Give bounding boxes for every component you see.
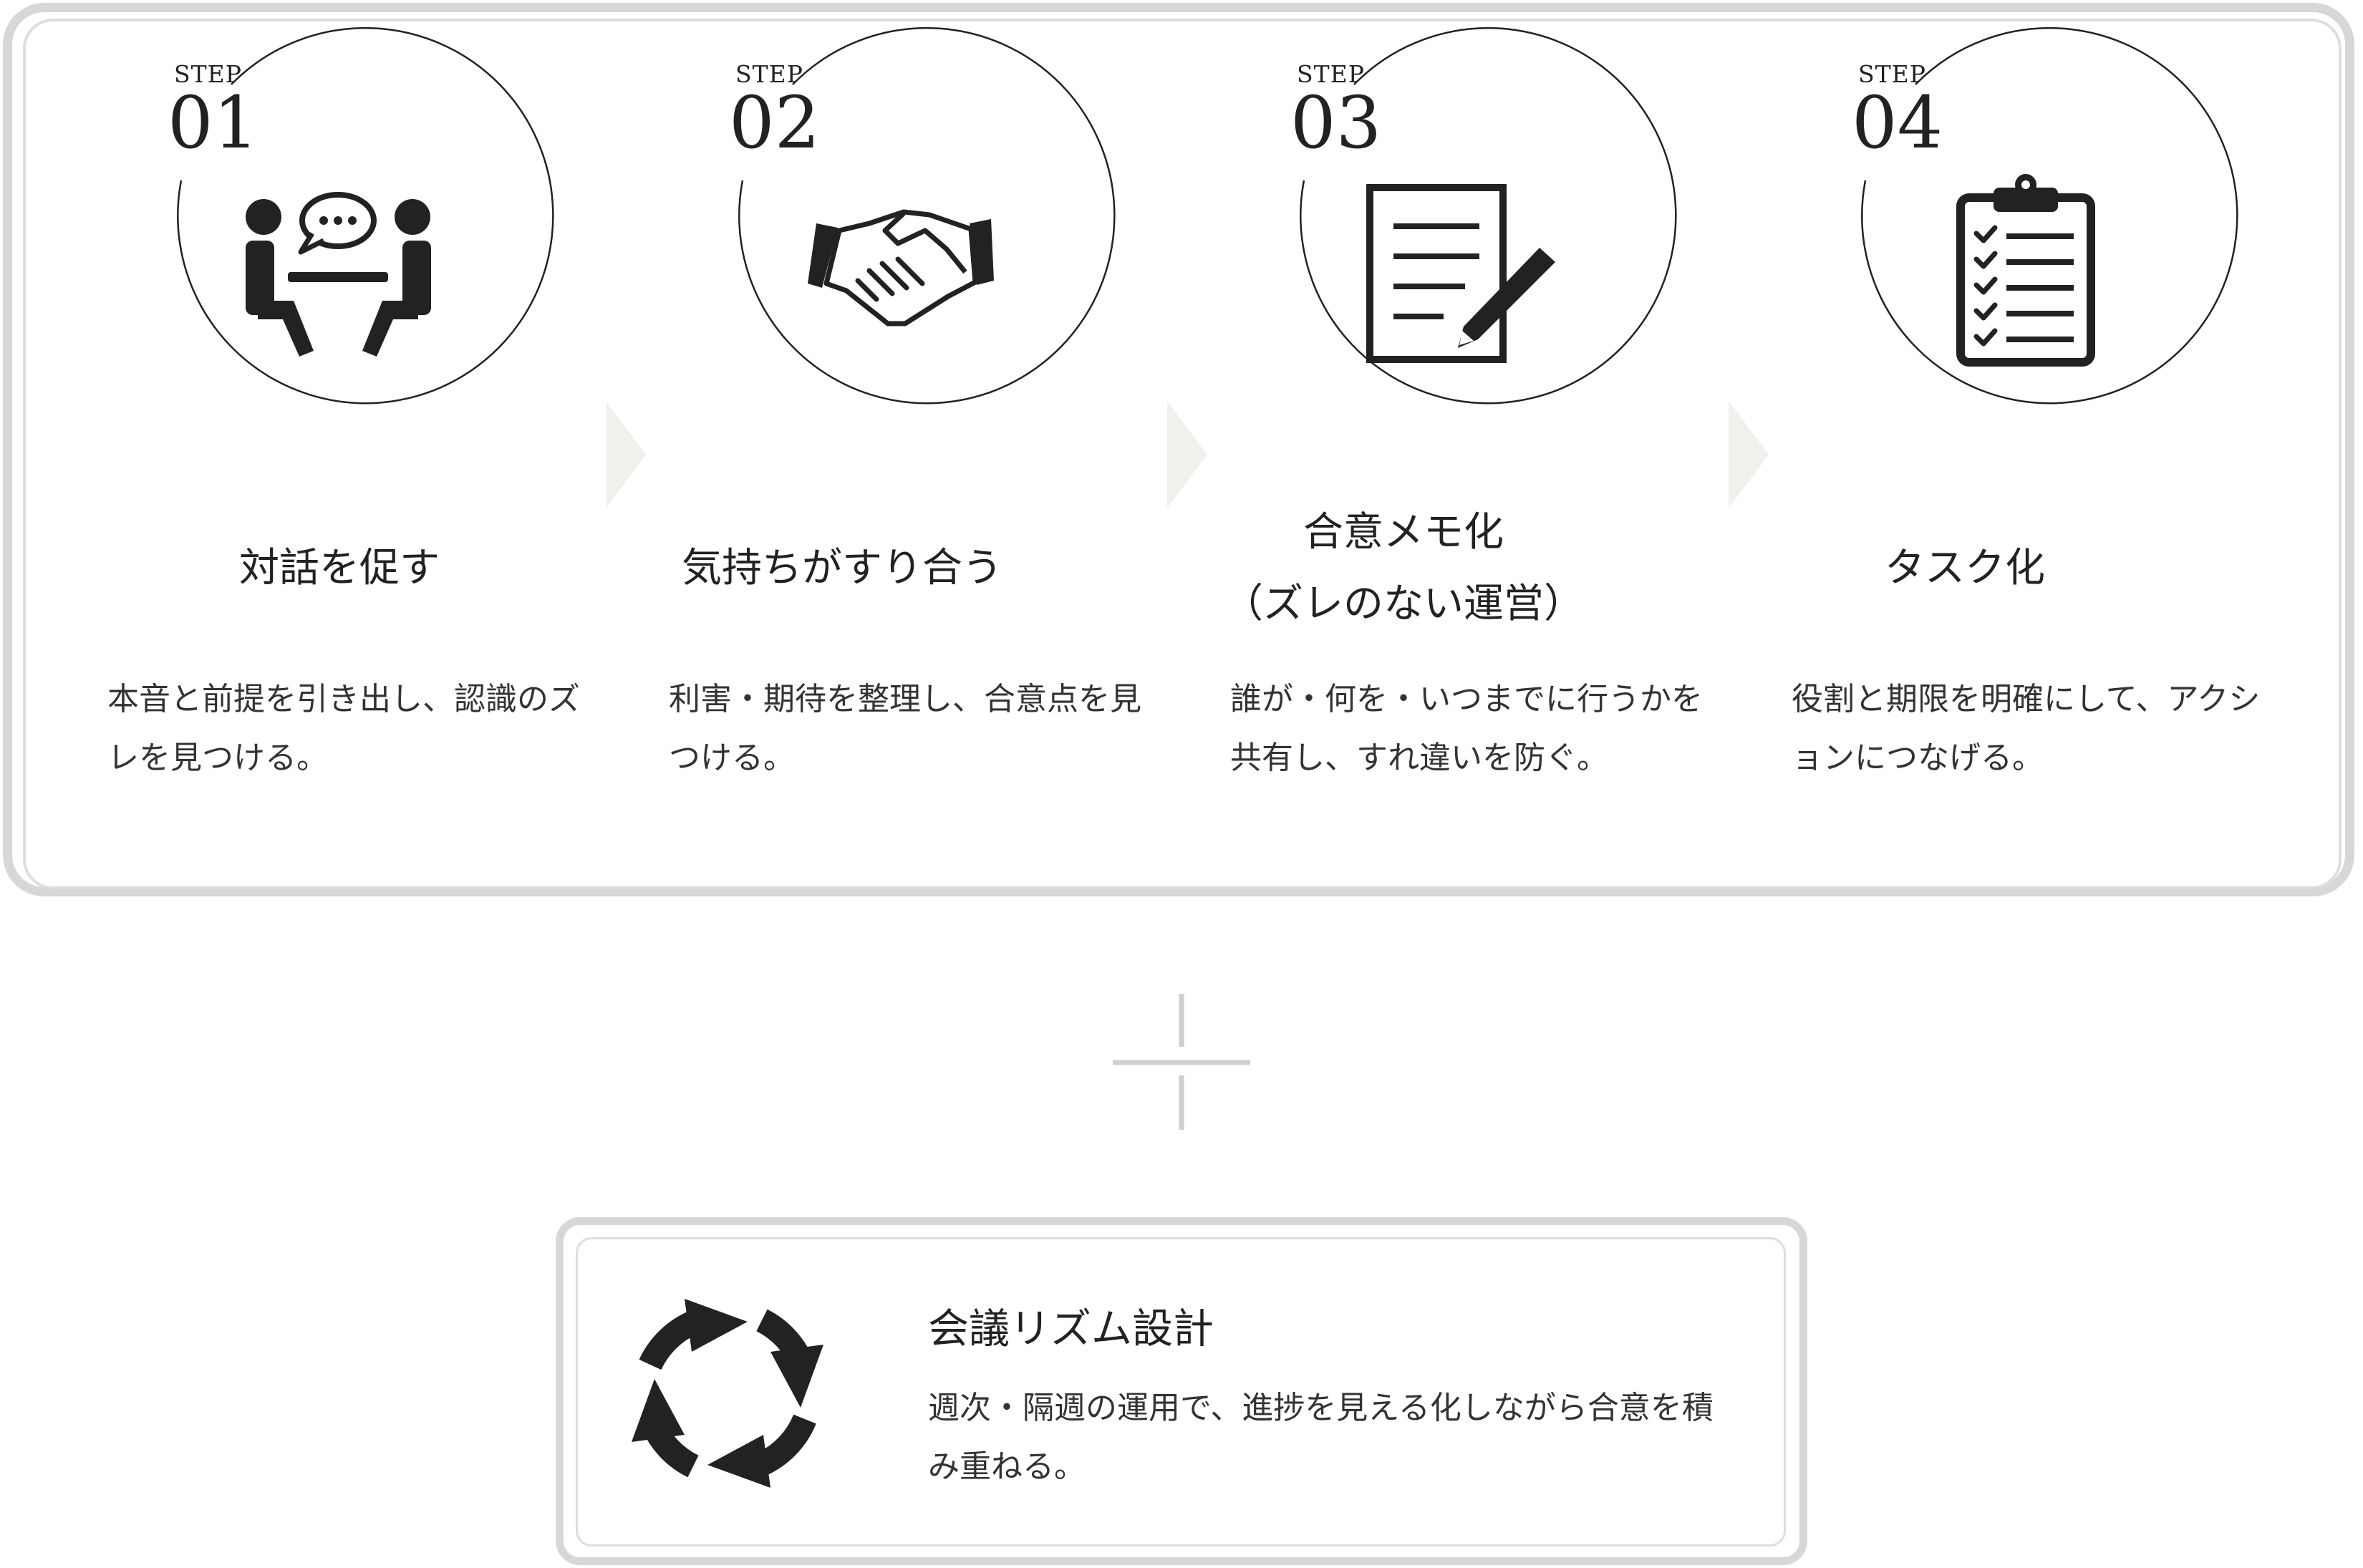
steps-frame-inner: [23, 19, 2342, 889]
step-number: 03: [1290, 81, 1382, 165]
step-description: 役割と期限を明確にして、アクションにつなげる。: [1792, 681, 2261, 776]
cycle-arrows-icon: [613, 1279, 842, 1511]
step-title-line: 気持ちがすり合う: [682, 545, 1002, 591]
plus-icon: [1113, 994, 1250, 1134]
step-number: 04: [1852, 81, 1943, 165]
rhythm-description: 週次・隔週の運用で、進捗を見える化しながら合意を積み重ねる。: [928, 1390, 1714, 1485]
step-number: 01: [168, 81, 259, 165]
step-title: タスク化: [1684, 533, 2246, 604]
handshake-icon: [808, 209, 994, 326]
step-description: 利害・期待を整理し、合意点を見つける。: [669, 681, 1141, 776]
checklist-icon: [1956, 174, 2095, 367]
step-title: 合意メモ化 （ズレのない運営）: [1123, 497, 1684, 640]
step-1: STEP 01 対話を促す 本音と前提を引き出し、認識のズレを見つける。: [0, 0, 580, 902]
step-title: 対話を促す: [59, 533, 620, 604]
step-3: STEP 03 合意メモ化 （ズレのない運営） 誰が・何を・いつまでに行うかを共…: [1123, 0, 1703, 902]
chevron-arrow-icon: [1729, 401, 1772, 511]
step-ring: [177, 26, 554, 405]
step-ring: [738, 26, 1116, 405]
step-ring: [1861, 26, 2238, 405]
step-label: STEP: [1297, 60, 1365, 88]
step-2: STEP 02 気持ちがすり合う 利害・期待を整理し、合意点を見つける。: [561, 0, 1141, 902]
step-description: 誰が・何を・いつまでに行うかを共有し、すれ違いを防ぐ。: [1230, 681, 1703, 776]
chevron-arrow-icon: [1167, 401, 1210, 511]
step-title-line: （ズレのない運営）: [1223, 581, 1584, 627]
step-ring: [1300, 26, 1677, 405]
step-4: STEP 04 タスク化 役割と期限を明確にして、アクションにつなげる。: [1684, 0, 2260, 902]
step-label: STEP: [1858, 60, 1926, 88]
rhythm-title: 会議リズム設計: [928, 1305, 1214, 1352]
step-number: 02: [729, 81, 821, 165]
step-description: 本音と前提を引き出し、認識のズレを見つける。: [107, 681, 580, 776]
step-title-line: 合意メモ化: [1303, 509, 1504, 556]
step-title-line: 対話を促す: [239, 545, 440, 591]
rhythm-frame-inner: [576, 1237, 1786, 1547]
step-label: STEP: [735, 60, 803, 88]
step-label: STEP: [174, 60, 242, 88]
step-title-line: タスク化: [1885, 545, 2045, 591]
memo-pen-icon: [1366, 184, 1555, 363]
rhythm-frame-outer: [556, 1217, 1807, 1565]
step-title: 気持ちがすり合う: [561, 533, 1123, 604]
chevron-arrow-icon: [606, 401, 649, 511]
meeting-icon: [246, 192, 431, 357]
